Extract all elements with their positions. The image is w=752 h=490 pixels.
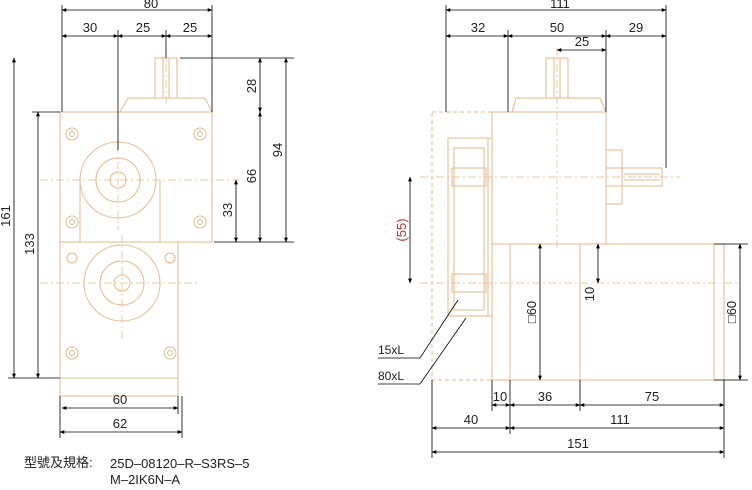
- dim-front-161: 161: [0, 205, 13, 227]
- side-gearbox-body: [491, 111, 607, 245]
- dim-front-30: 30: [83, 20, 97, 35]
- dim-front-66: 66: [244, 169, 259, 183]
- dim-front-80: 80: [144, 0, 158, 11]
- dim-side-40: 40: [464, 412, 478, 427]
- dim-front-25b: 25: [183, 20, 197, 35]
- callout-15xl: 15xL: [378, 343, 404, 357]
- dim-side-25: 25: [575, 34, 589, 49]
- callout-80xl: 80xL: [378, 369, 404, 383]
- dim-side-60-left: □60: [524, 301, 539, 323]
- dim-side-10-vert: 10: [582, 287, 597, 301]
- dim-side-32: 32: [471, 20, 485, 35]
- spec-model-line-1: 25D–08120–R–S3RS–5: [110, 456, 250, 471]
- dim-side-111-top: 111: [550, 0, 570, 11]
- front-gearbox-housing: [59, 111, 213, 243]
- dim-front-133: 133: [22, 233, 37, 255]
- side-motor-body: [509, 243, 581, 381]
- front-view: [59, 57, 213, 397]
- dim-front-62: 62: [113, 416, 127, 431]
- dim-side-55: (55): [394, 218, 409, 241]
- dim-side-151: 151: [567, 436, 589, 451]
- dim-side-36: 36: [538, 389, 552, 404]
- front-motor-mount: [59, 241, 190, 379]
- spec-label: 型號及規格:: [24, 455, 93, 470]
- spec-model-line-2: M–2IK6N–A: [110, 472, 181, 487]
- front-dim-labels: 80 30 25 25 28 94 66 33 161 133 60 62: [0, 0, 285, 431]
- side-dim-labels: 111 32 50 25 29 (55) □60 10 □60 10 36 75…: [378, 0, 739, 451]
- leader-15xl: [378, 299, 459, 359]
- dim-side-29: 29: [629, 20, 643, 35]
- dim-front-33: 33: [220, 203, 235, 217]
- front-dimensions: [8, 5, 294, 438]
- dim-front-94: 94: [270, 143, 285, 157]
- dim-front-25a: 25: [136, 20, 150, 35]
- leader-80xl: [378, 317, 467, 385]
- dim-front-60: 60: [113, 392, 127, 407]
- dim-side-75: 75: [645, 389, 659, 404]
- dim-side-50: 50: [550, 20, 564, 35]
- dim-side-10: 10: [493, 389, 507, 404]
- side-dimensions: [378, 5, 748, 458]
- dim-side-111-bottom: 111: [610, 412, 630, 427]
- side-flange: [491, 243, 511, 381]
- dim-front-28: 28: [244, 79, 259, 93]
- dim-side-60-right: □60: [724, 301, 739, 323]
- side-view: [431, 57, 725, 381]
